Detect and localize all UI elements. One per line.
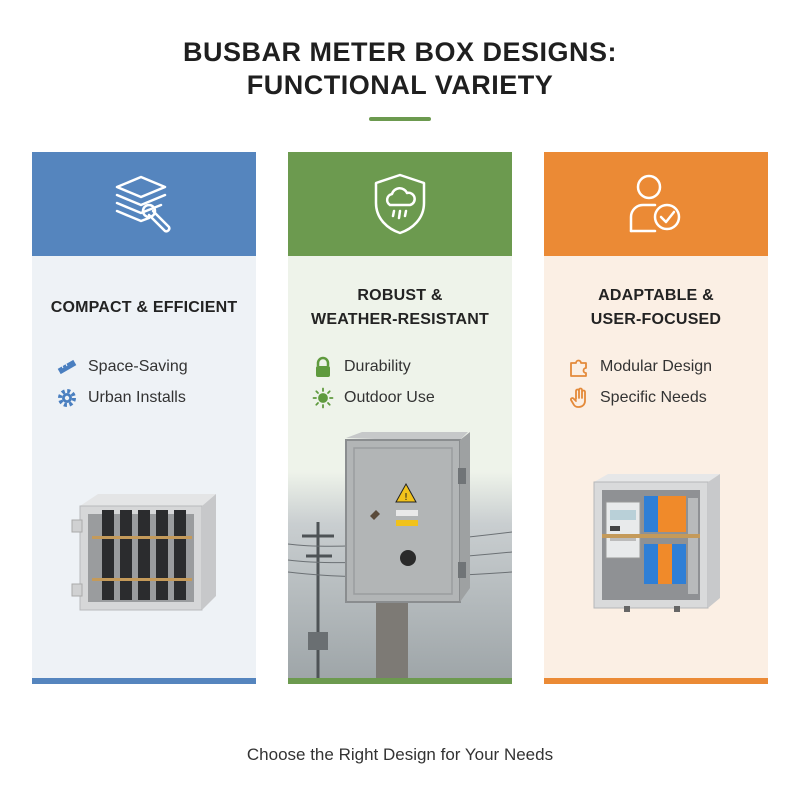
card-header xyxy=(544,152,768,256)
card-title: COMPACT & EFFICIENT xyxy=(50,299,238,316)
layers-wrench-icon xyxy=(115,175,171,233)
weatherproof-box-image: ! xyxy=(288,432,512,680)
card-header xyxy=(288,152,512,256)
page-title-line-1: BUSBAR METER BOX DESIGNS: xyxy=(182,37,618,67)
card-footer-bar xyxy=(288,678,512,684)
ruler-icon xyxy=(56,356,78,378)
feature-item: Modular Design xyxy=(568,356,712,378)
puzzle-icon xyxy=(568,356,590,378)
card-header xyxy=(32,152,256,256)
card-body: ROBUST & WEATHER-RESISTANT Durability Ou… xyxy=(288,256,512,684)
svg-text:!: ! xyxy=(404,492,408,503)
sun-icon xyxy=(312,387,334,409)
card-body: COMPACT & EFFICIENT Space-Saving Urban I… xyxy=(32,256,256,684)
lock-icon xyxy=(312,356,334,378)
feature-item: Outdoor Use xyxy=(312,387,435,409)
feature-label: Outdoor Use xyxy=(344,389,435,406)
footer-tagline: Choose the Right Design for Your Needs xyxy=(246,745,554,764)
feature-label: Space-Saving xyxy=(88,358,188,375)
shield-cloud-rain-icon xyxy=(374,173,426,235)
card-footer-bar xyxy=(32,678,256,684)
title-divider xyxy=(369,117,431,121)
card-title: ADAPTABLE & USER-FOCUSED xyxy=(590,287,722,328)
feature-label: Specific Needs xyxy=(600,389,707,406)
design-card-compact: COMPACT & EFFICIENT Space-Saving Urban I… xyxy=(32,152,256,684)
modular-box-image xyxy=(593,474,720,612)
gear-icon xyxy=(56,387,78,409)
feature-item: Durability xyxy=(312,356,411,378)
card-title: ROBUST & WEATHER-RESISTANT xyxy=(311,287,489,328)
page-title-line-2: FUNCTIONAL VARIETY xyxy=(246,70,554,100)
design-card-adaptable: ADAPTABLE & USER-FOCUSED Modular Design … xyxy=(544,152,768,684)
user-check-icon xyxy=(629,174,681,233)
feature-item: Specific Needs xyxy=(568,387,707,409)
design-card-robust: ROBUST & WEATHER-RESISTANT Durability Ou… xyxy=(288,152,512,684)
feature-item: Urban Installs xyxy=(56,387,186,409)
hand-icon xyxy=(568,387,590,409)
feature-label: Modular Design xyxy=(600,358,713,375)
page-title: BUSBAR METER BOX DESIGNS: FUNCTIONAL VAR… xyxy=(0,36,800,102)
feature-label: Durability xyxy=(344,358,411,375)
compact-box-image xyxy=(71,494,216,611)
card-body: ADAPTABLE & USER-FOCUSED Modular Design … xyxy=(544,256,768,684)
feature-item: Space-Saving xyxy=(56,356,188,378)
feature-label: Urban Installs xyxy=(88,389,186,406)
card-footer-bar xyxy=(544,678,768,684)
